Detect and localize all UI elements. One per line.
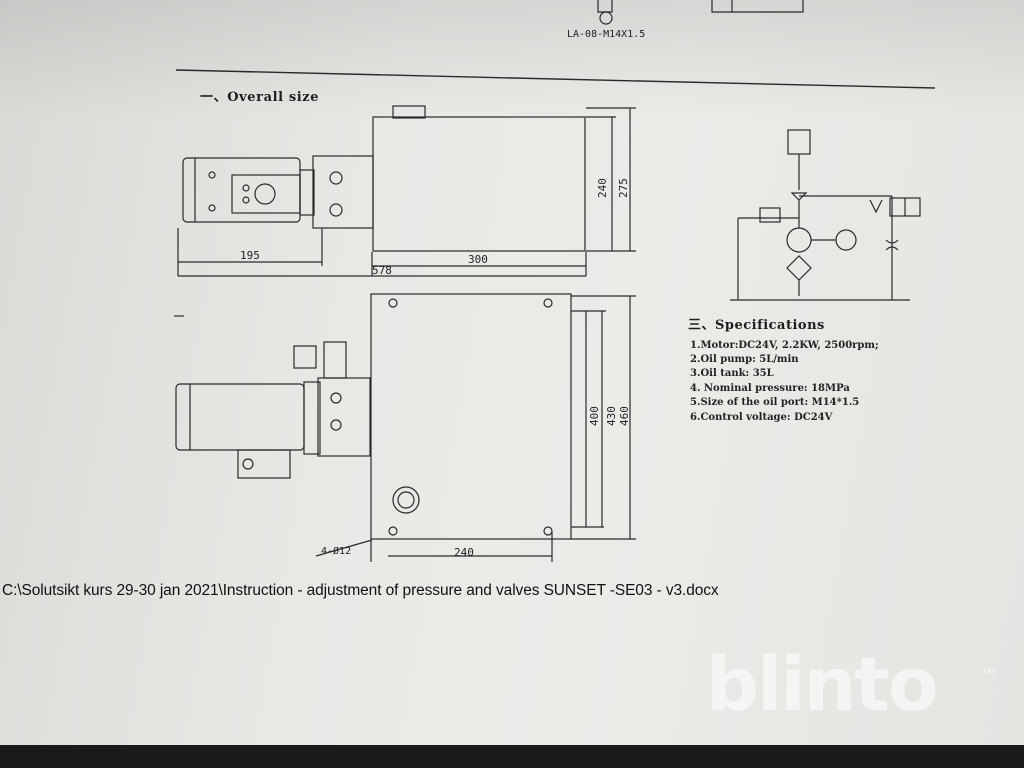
specifications-heading: 三、Specifications xyxy=(688,318,825,333)
top-view-drawing xyxy=(177,105,636,277)
spec-item-3: 3.Oil tank: 35L xyxy=(690,368,774,379)
header-rule xyxy=(175,69,936,89)
document-page: LA-08-M14X1.5 一、Overall size 195 300 578… xyxy=(0,0,1024,745)
spec-item-5: 5.Size of the oil port: M14*1.5 xyxy=(690,397,860,408)
side-view-drawing xyxy=(174,293,636,562)
dim-240-vertical: 240 xyxy=(596,178,609,198)
dim-275-vertical: 275 xyxy=(617,178,630,198)
spec-item-2: 2.Oil pump: 5L/min xyxy=(690,354,799,365)
technical-drawing xyxy=(174,0,936,562)
valve-label: LA-08-M14X1.5 xyxy=(567,29,646,40)
hole-label: 4-Ø12 xyxy=(321,546,352,557)
spec-item-6: 6.Control voltage: DC24V xyxy=(690,412,833,423)
spec-item-4: 4. Nominal pressure: 18MPa xyxy=(690,383,850,394)
dim-240-horizontal: 240 xyxy=(454,546,474,559)
spec-item-1: 1.Motor:DC24V, 2.2KW, 2500rpm; xyxy=(690,340,879,351)
dim-300: 300 xyxy=(468,253,488,266)
document-file-path: C:\Solutsikt kurs 29-30 jan 2021\Instruc… xyxy=(2,582,719,599)
watermark-trademark: TM xyxy=(982,668,996,678)
valve-symbol xyxy=(597,0,804,25)
dim-460-vertical: 460 xyxy=(618,406,631,426)
blinto-watermark: blinto xyxy=(706,642,939,728)
page-shadow xyxy=(0,0,1024,120)
dim-578: 578 xyxy=(372,264,392,277)
dim-400-vertical: 400 xyxy=(588,406,601,426)
hydraulic-schematic xyxy=(730,129,921,301)
dim-195: 195 xyxy=(240,249,260,262)
overall-size-heading: 一、Overall size xyxy=(200,90,320,105)
dim-430-vertical: 430 xyxy=(605,406,618,426)
